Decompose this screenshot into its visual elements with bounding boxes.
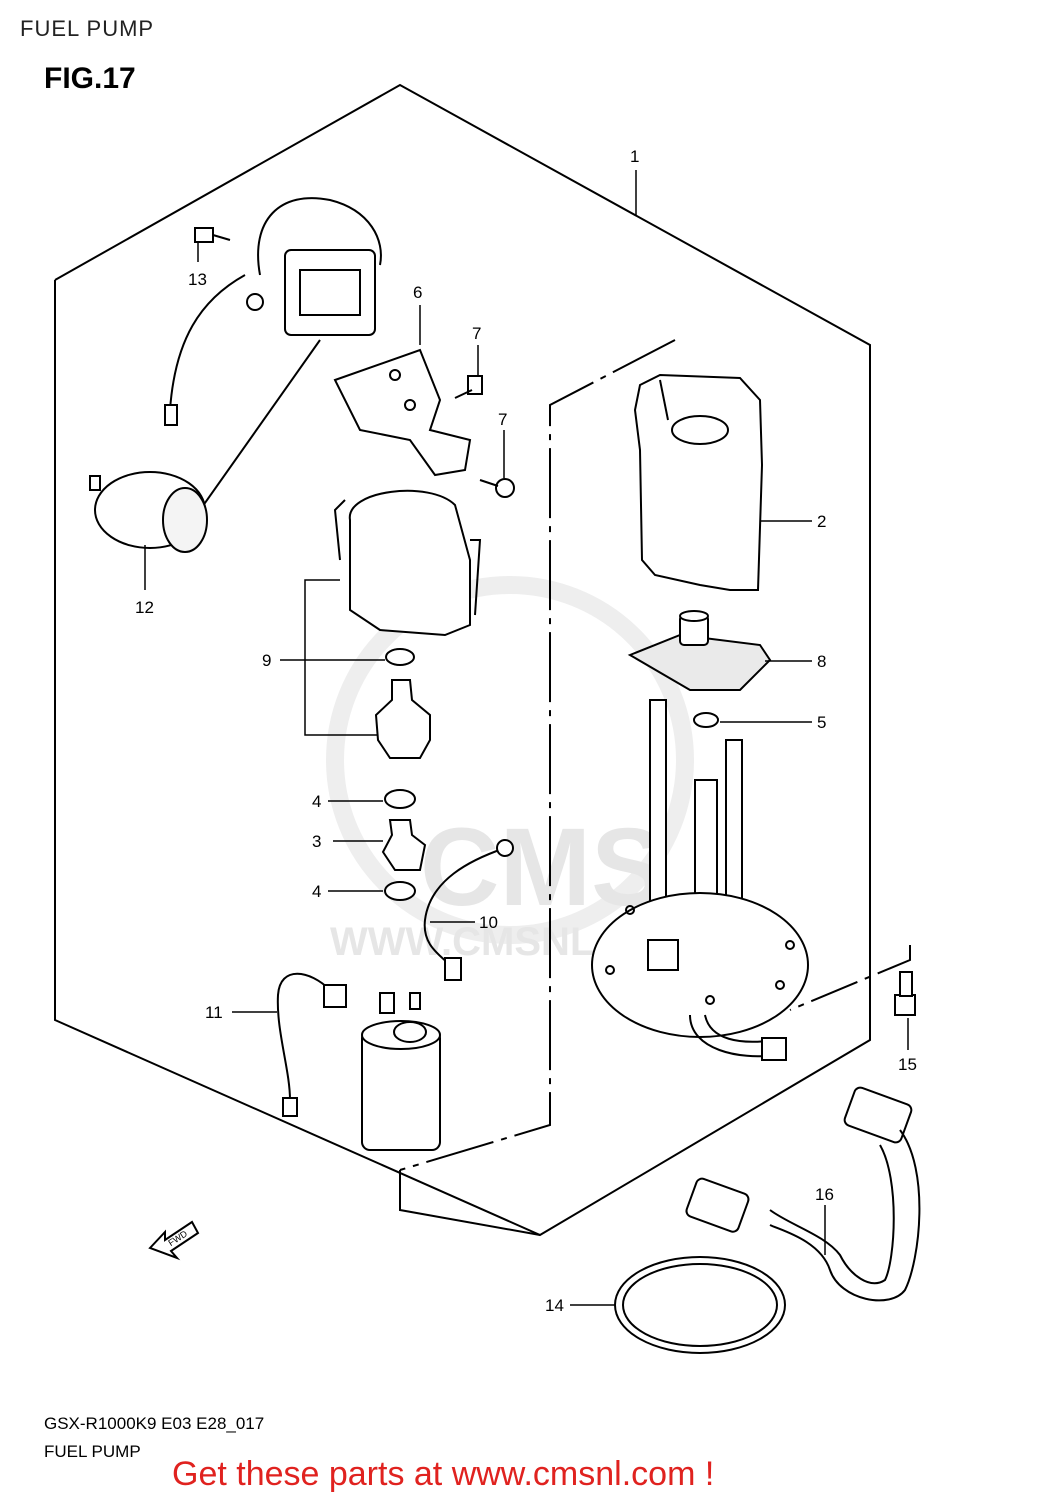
callout-14: 14 [545,1296,564,1315]
model-code: GSX-R1000K9 E03 E28_017 [44,1414,265,1433]
fitting-and-orings [381,789,427,901]
callout-12: 12 [135,598,154,617]
promo-link[interactable]: Get these parts at www.cmsnl.com ! [172,1455,715,1493]
callout-11: 11 [205,1003,223,1022]
fuel-filter [627,610,772,691]
callout-labels: 1 2 3 4 4 5 6 7 7 8 9 10 11 12 13 14 15 … [135,147,917,1315]
pump-housing [633,373,764,591]
callout-7-upper: 7 [472,324,481,343]
wire-harnesses [276,839,514,1117]
callout-1: 1 [630,147,639,166]
callout-16: 16 [815,1185,834,1204]
callout-4-upper: 4 [312,792,321,811]
callout-10: 10 [479,913,498,932]
screw-15 [894,971,916,1016]
callout-15: 15 [898,1055,917,1074]
callout-3: 3 [312,832,321,851]
callout-8: 8 [817,652,826,671]
forward-direction-marker: FWD [148,1220,200,1261]
callout-7-lower: 7 [498,410,507,429]
section-name: FUEL PUMP [44,1442,141,1461]
callout-5: 5 [817,713,826,732]
callout-13: 13 [188,270,207,289]
assembly-frame [54,83,871,1237]
callout-2: 2 [817,512,826,531]
fuel-pump-motor [361,992,441,1151]
callout-6: 6 [413,283,422,302]
fuel-level-sender [89,197,515,553]
callout-9: 9 [262,651,271,670]
pressure-regulator-assembly [333,489,482,759]
pump-unit-frame [399,339,911,1171]
figure-label: FIG.17 [44,62,136,95]
pump-bracket-and-base [591,699,809,1061]
page-header-title: FUEL PUMP [20,16,155,41]
outlet-hose-and-oring [614,1086,921,1354]
leader-lines [144,170,909,1306]
callout-4-lower: 4 [312,882,321,901]
